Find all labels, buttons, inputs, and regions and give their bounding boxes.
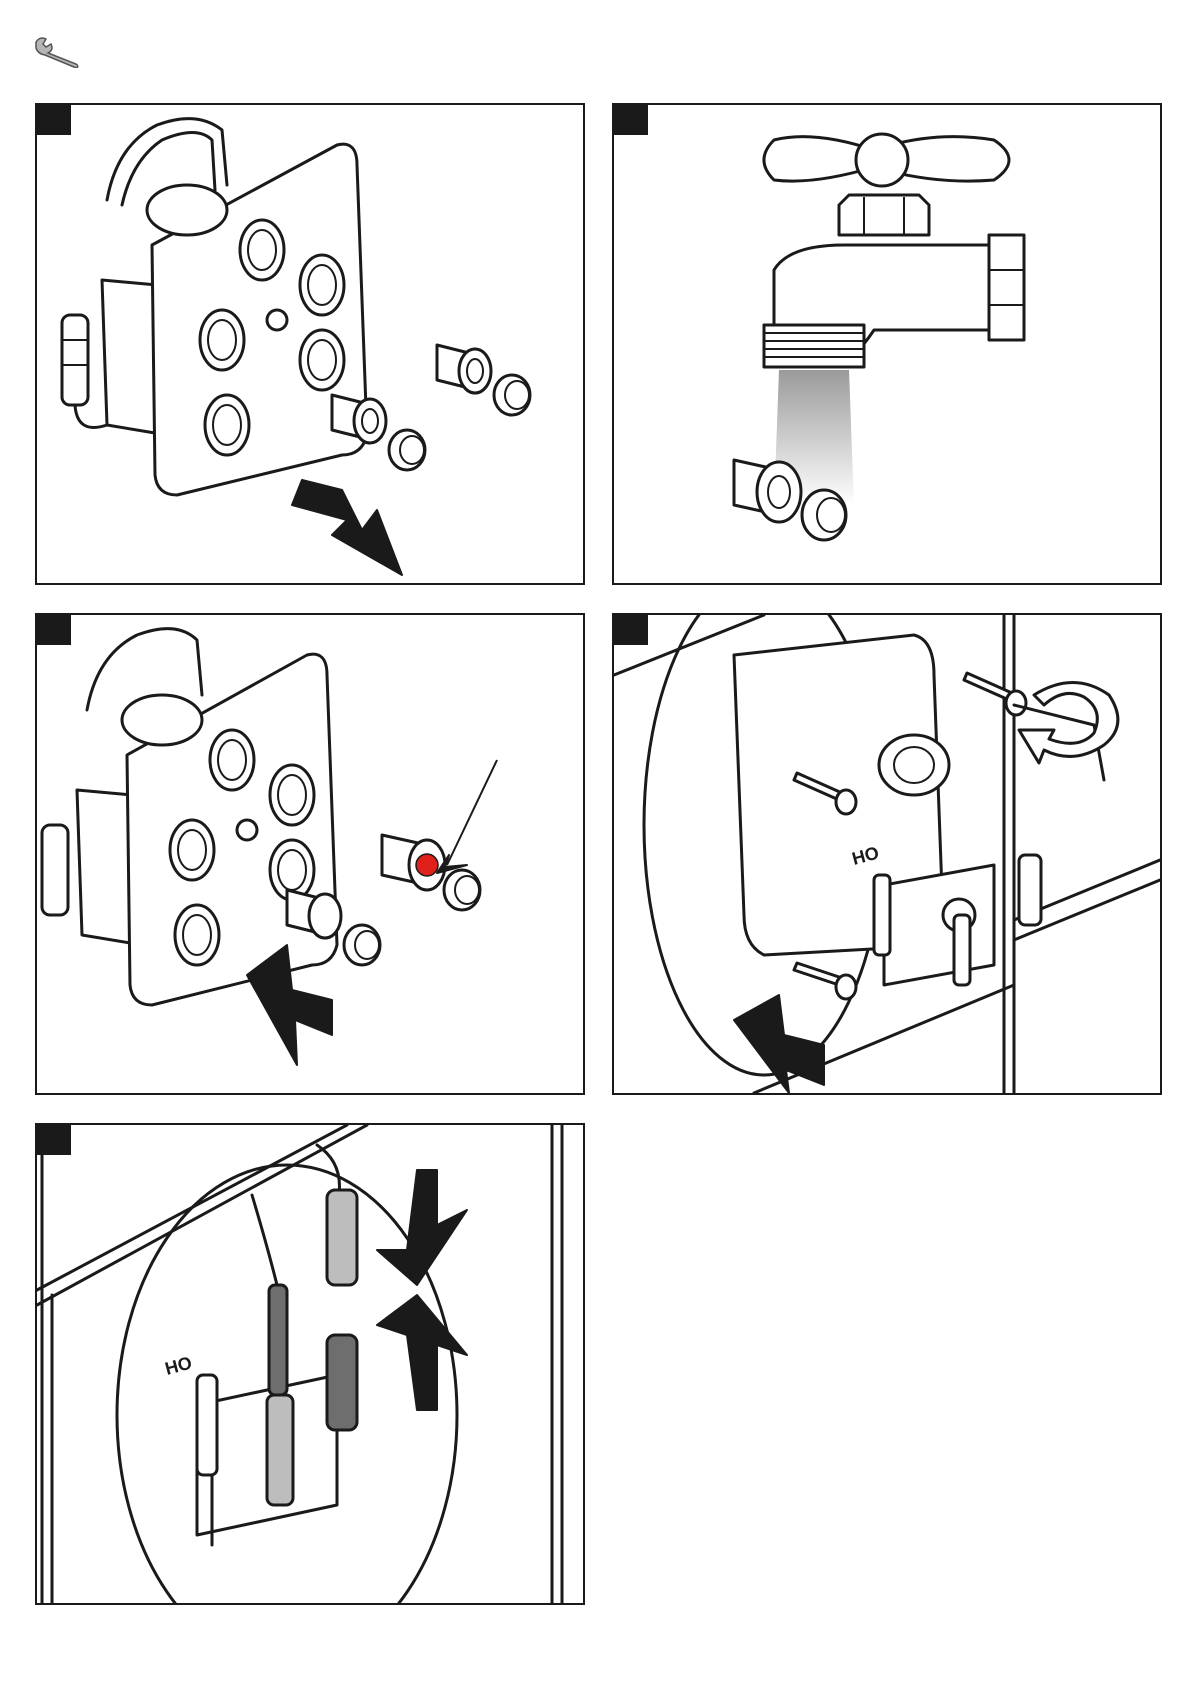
rotate-clockwise-icon xyxy=(1019,683,1118,764)
seal-cap xyxy=(389,430,425,470)
step-2-panel xyxy=(612,103,1162,585)
cable-connector xyxy=(327,1190,357,1285)
step-1-panel xyxy=(35,103,585,585)
step-4-panel: HO xyxy=(612,613,1162,1095)
check-valve-cartridge-marked xyxy=(382,835,445,890)
faucet-rinse-illustration xyxy=(614,105,1160,583)
red-marker-dot xyxy=(416,854,438,876)
valve-reassembly-illustration xyxy=(37,615,583,1093)
valve-disassembly-illustration xyxy=(37,105,583,583)
cable-connector xyxy=(327,1335,357,1430)
remove-direction-arrow xyxy=(292,480,402,575)
cable-connector xyxy=(269,1285,287,1395)
push-down-arrow xyxy=(377,1170,467,1285)
svg-text:HO: HO xyxy=(163,1353,194,1379)
cable-connector xyxy=(267,1395,293,1505)
push-up-arrow xyxy=(377,1295,467,1410)
step-3-panel xyxy=(35,613,585,1095)
module-mounting-illustration: HO xyxy=(614,615,1160,1093)
mounting-screw xyxy=(794,963,856,999)
install-direction-arrow xyxy=(734,995,824,1093)
seal-cap xyxy=(444,870,480,910)
check-valve-cartridge xyxy=(734,460,801,522)
mounting-screw xyxy=(964,673,1026,715)
check-valve-cartridge xyxy=(437,345,491,393)
seal-cap xyxy=(494,375,530,415)
cable-connection-illustration: HO xyxy=(37,1125,583,1603)
seal-cap xyxy=(802,490,846,540)
step-5-panel: HO xyxy=(35,1123,585,1605)
seal-cap xyxy=(344,925,380,965)
wrench-icon xyxy=(32,34,82,68)
